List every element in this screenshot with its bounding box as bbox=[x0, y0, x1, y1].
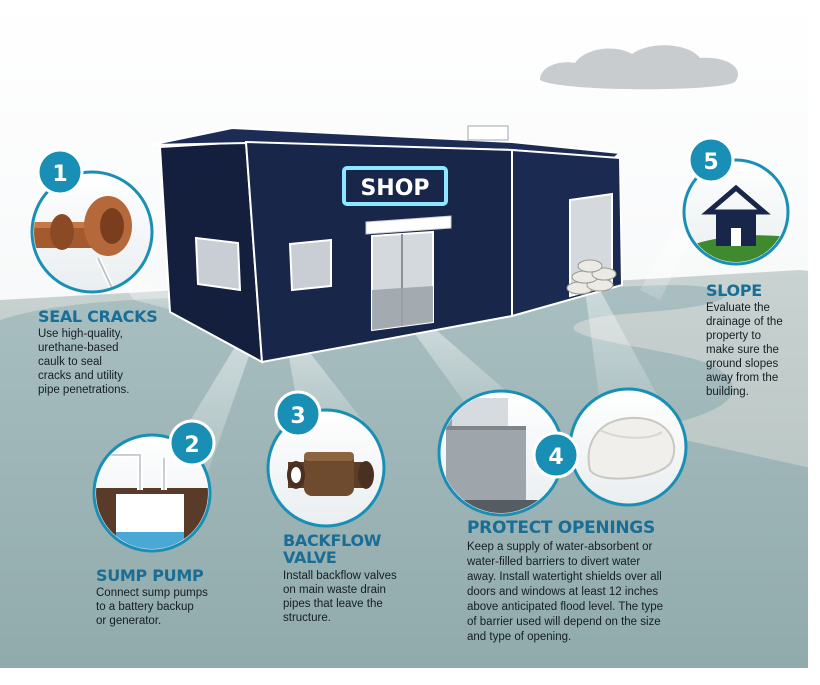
left-window bbox=[194, 236, 242, 292]
step-2-text: SUMP PUMP Connect sump pumps to a batter… bbox=[96, 567, 208, 628]
slope-illustration: 5 bbox=[682, 136, 790, 266]
step-4-text: PROTECT OPENINGS Keep a supply of water-… bbox=[467, 520, 663, 645]
step-5-line: ground slopes bbox=[706, 358, 779, 370]
step-3-line: pipes that leave the bbox=[283, 598, 383, 610]
step-4-number: 4 bbox=[548, 445, 563, 470]
shop-sign-text: SHOP bbox=[360, 176, 429, 201]
step-3-line: Install backflow valves bbox=[283, 570, 397, 582]
step-1-line: Use high-quality, bbox=[38, 328, 123, 340]
step-5-line: make sure the bbox=[706, 344, 779, 356]
step-3-line: structure. bbox=[283, 612, 331, 624]
step-4-line: and type of opening. bbox=[467, 631, 572, 643]
step-5-line: building. bbox=[706, 386, 749, 398]
front-window bbox=[288, 238, 332, 292]
step-1-line: caulk to seal bbox=[38, 356, 102, 368]
shop-building: SHOP bbox=[149, 125, 624, 364]
step-4-line: Keep a supply of water-absorbent or bbox=[467, 541, 653, 553]
step-2-line: to a battery backup bbox=[96, 601, 194, 613]
step-1-number: 1 bbox=[52, 162, 67, 187]
step-3-line: on main waste drain bbox=[283, 584, 386, 596]
step-5-text: SLOPE Evaluate the drainage of the prope… bbox=[706, 282, 783, 399]
sandbag-illustration: 4 bbox=[532, 387, 688, 507]
step-3-text: BACKFLOW VALVE Install backflow valves o… bbox=[283, 532, 397, 625]
step-1-line: urethane-based bbox=[38, 342, 119, 354]
step-1-line: pipe penetrations. bbox=[38, 384, 130, 396]
step-5-line: Evaluate the bbox=[706, 302, 770, 314]
step-5-number: 5 bbox=[703, 150, 718, 175]
sandbags bbox=[566, 259, 617, 295]
step-3-title-line: VALVE bbox=[283, 548, 337, 567]
step-2-line: or generator. bbox=[96, 615, 162, 627]
step-3-number: 3 bbox=[290, 404, 305, 429]
step-5-line: property to bbox=[706, 330, 761, 342]
seal-cracks-illustration: 1 bbox=[30, 148, 154, 294]
step-2-line: Connect sump pumps bbox=[96, 587, 208, 599]
door-shield bbox=[372, 286, 433, 330]
step-5-line: away from the bbox=[706, 372, 779, 384]
step-4-title: PROTECT OPENINGS bbox=[467, 518, 655, 538]
step-1-title: SEAL CRACKS bbox=[38, 307, 158, 326]
roof-vent bbox=[467, 125, 509, 141]
cloud bbox=[540, 45, 739, 90]
bottom-margin bbox=[0, 668, 820, 685]
step-4-line: away. Install watertight shields over al… bbox=[467, 571, 662, 583]
backflow-valve-illustration: 3 bbox=[266, 390, 386, 528]
step-2-title: SUMP PUMP bbox=[96, 566, 204, 585]
step-4-line: above anticipated flood level. The type bbox=[467, 601, 664, 613]
door-shield-illustration bbox=[437, 389, 565, 517]
step-5-title: SLOPE bbox=[706, 281, 762, 300]
step-4-line: doors and windows at least 12 inches bbox=[467, 586, 659, 598]
step-4-line: water-filled barriers to divert water bbox=[467, 556, 641, 568]
step-2-number: 2 bbox=[184, 433, 199, 458]
right-margin bbox=[808, 0, 820, 685]
step-4-line: of barrier used will depend on the size bbox=[467, 616, 661, 628]
step-5-line: drainage of the bbox=[706, 316, 783, 328]
step-3-title-line: BACKFLOW bbox=[283, 531, 382, 550]
step-1-text: SEAL CRACKS Use high-quality, urethane-b… bbox=[38, 307, 158, 397]
sump-pump-illustration: 2 bbox=[92, 419, 216, 553]
step-1-line: cracks and utility bbox=[38, 370, 124, 382]
shop-sign bbox=[342, 166, 448, 206]
